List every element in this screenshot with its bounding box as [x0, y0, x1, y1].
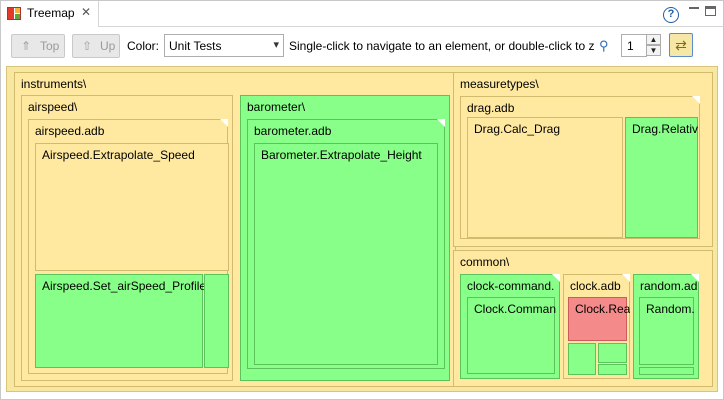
minimize-icon[interactable]	[689, 7, 699, 15]
treemap-node-random-adb[interactable]: random.ad Random.	[633, 274, 699, 379]
treemap-node-airspeed-small[interactable]	[204, 274, 229, 368]
up-button[interactable]: ⇧ Up	[72, 34, 120, 58]
color-select[interactable]: Unit Tests ▾	[164, 34, 284, 57]
treemap-icon	[7, 7, 21, 20]
top-button[interactable]: ⇑ Top	[11, 34, 65, 58]
navigation-hint: Single-click to navigate to an element, …	[289, 39, 595, 53]
treemap-node-drag-relativ[interactable]: Drag.Relativ	[625, 117, 698, 238]
treemap-node-airspeed-set-profile[interactable]: Airspeed.Set_airSpeed_Profile	[35, 274, 206, 368]
treemap-canvas: instruments\ airspeed\ airspeed.adb Airs…	[6, 66, 718, 392]
treemap-node-clock-command-item[interactable]: Clock.Comman	[467, 297, 556, 374]
depth-input[interactable]: 1	[621, 34, 647, 57]
depth-increment-button[interactable]: ▲	[646, 34, 661, 45]
color-label: Color:	[127, 39, 160, 53]
treemap-node-clock-small-1[interactable]	[568, 343, 596, 375]
tab-bar: Treemap ✕ ?	[1, 1, 723, 27]
treemap-node-clock-small-2[interactable]	[598, 343, 627, 363]
treemap-node-barometer[interactable]: barometer\ barometer.adb Barometer.Extra…	[240, 95, 450, 381]
tab-title: Treemap	[27, 6, 75, 20]
treemap-node-barometer-adb[interactable]: barometer.adb Barometer.Extrapolate_Heig…	[247, 119, 445, 369]
chevron-down-icon: ▾	[273, 39, 279, 51]
treemap-node-random-item[interactable]: Random.	[639, 297, 695, 365]
depth-decrement-button[interactable]: ▼	[646, 45, 661, 56]
treemap-node-common[interactable]: common\ clock-command. Clock.Comman cloc…	[453, 250, 713, 387]
top-icon: ⇑	[20, 39, 32, 53]
sync-icon[interactable]: ⇄	[669, 33, 693, 57]
up-icon: ⇧	[81, 39, 93, 53]
treemap-node-clock-adb[interactable]: clock.adb Clock.Rea	[563, 274, 630, 379]
treemap-node-clock-rea[interactable]: Clock.Rea	[568, 297, 630, 341]
treemap-node-drag-calc[interactable]: Drag.Calc_Drag	[467, 117, 623, 238]
treemap-node-random-small[interactable]	[639, 367, 694, 375]
treemap-node-drag-adb[interactable]: drag.adb Drag.Calc_Drag Drag.Relativ	[460, 96, 700, 239]
treemap-node-airspeed-extrapolate[interactable]: Airspeed.Extrapolate_Speed	[35, 143, 229, 271]
help-icon[interactable]: ?	[663, 7, 679, 23]
toolbar: ⇑ Top ⇧ Up Color: Unit Tests ▾ Single-cl…	[1, 28, 723, 64]
treemap-node-clock-small-3[interactable]	[598, 364, 627, 375]
close-icon[interactable]: ✕	[81, 5, 92, 19]
treemap-node-instruments[interactable]: instruments\ airspeed\ airspeed.adb Airs…	[14, 72, 456, 387]
tab-treemap[interactable]: Treemap ✕	[1, 1, 99, 27]
maximize-icon[interactable]	[705, 6, 716, 16]
treemap-node-measuretypes[interactable]: measuretypes\ drag.adb Drag.Calc_Drag Dr…	[453, 72, 713, 247]
treemap-node-clock-command[interactable]: clock-command. Clock.Comman	[460, 274, 560, 379]
color-select-value: Unit Tests	[169, 39, 222, 53]
search-icon: ⚲	[599, 38, 609, 53]
treemap-node-airspeed[interactable]: airspeed\ airspeed.adb Airspeed.Extrapol…	[21, 95, 233, 381]
treemap-node-airspeed-adb[interactable]: airspeed.adb Airspeed.Extrapolate_Speed …	[28, 119, 229, 374]
treemap-node-barometer-extrapolate[interactable]: Barometer.Extrapolate_Height	[254, 143, 438, 365]
